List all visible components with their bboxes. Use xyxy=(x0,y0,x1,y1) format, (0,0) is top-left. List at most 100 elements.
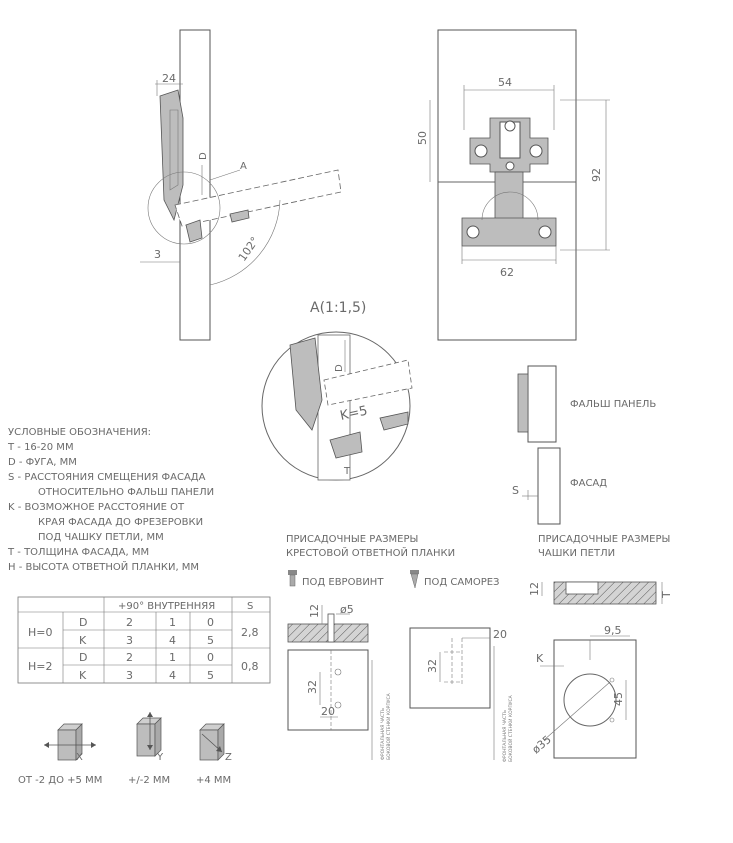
adjust-z-icon: Z xyxy=(199,723,232,763)
legend-line: S - РАССТОЯНИЯ СМЕЩЕНИЯ ФАСАДА xyxy=(8,472,206,483)
euro-screw-label: ПОД ЕВРОВИНТ xyxy=(302,577,384,588)
cup-title-2: ЧАШКИ ПЕТЛИ xyxy=(538,548,615,559)
plate-front-view: 54 50 92 62 xyxy=(416,29,610,341)
false-panel-facade: ФАЛЬШ ПАНЕЛЬ ФАСАД S xyxy=(512,365,656,525)
facade-shape xyxy=(537,447,561,525)
euro-screw-icon xyxy=(288,570,297,587)
table-cell-param: K xyxy=(79,669,87,682)
cup-screw-right-icon xyxy=(538,225,552,239)
side-note-2: БОКОВОЙ СТЕНКИ КОРПУСА xyxy=(385,692,392,760)
dim-92: 92 xyxy=(590,168,603,182)
table-cell-param: D xyxy=(79,616,87,629)
table-header-s: S xyxy=(247,601,253,612)
cup-title-1: ПРИСАДОЧНЫЕ РАЗМЕРЫ xyxy=(538,534,670,545)
label-d: D xyxy=(198,152,209,160)
open-door-outline xyxy=(174,169,342,227)
table-cell: 4 xyxy=(169,669,176,682)
table-cell: 0 xyxy=(207,651,214,664)
side-note-1: ФРОНТАЛЬНАЯ ЧАСТЬ xyxy=(502,710,508,762)
dim-32a: 32 xyxy=(306,680,319,694)
adjust-y-icon: Y xyxy=(136,712,164,763)
dim-3: 3 xyxy=(154,248,161,261)
cup-dim-t: T xyxy=(660,591,673,599)
table-cell: 3 xyxy=(126,669,133,682)
wood-screw-label: ПОД САМОРЕЗ xyxy=(424,577,499,588)
cup-dim-95: 9,5 xyxy=(604,624,622,637)
legend-title: УСЛОВНЫЕ ОБОЗНАЧЕНИЯ: xyxy=(8,427,151,438)
legend-line: T - 16-20 ММ xyxy=(7,442,74,453)
table-cell: 5 xyxy=(207,634,214,647)
table-header-main: +90° ВНУТРЕННЯЯ xyxy=(118,601,215,612)
detail-circle xyxy=(147,171,221,245)
legend-line: H - ВЫСОТА ОТВЕТНОЙ ПЛАНКИ, ММ xyxy=(8,560,199,573)
dim-50: 50 xyxy=(416,131,429,145)
detail-label-t: T xyxy=(343,466,351,477)
legend-line: ОТНОСИТЕЛЬНО ФАЛЬШ ПАНЕЛИ xyxy=(38,487,214,498)
screw-left-icon xyxy=(474,144,488,158)
label-a: A xyxy=(240,161,247,172)
cup-drilling: ПРИСАДОЧНЫЕ РАЗМЕРЫ ЧАШКИ ПЕТЛИ 12 T 9,5… xyxy=(528,534,673,759)
cup-screw-left-icon xyxy=(466,225,480,239)
adjust-icons: X Y Z ОТ -2 ДО +5 ММ +/-2 ММ +4 ММ xyxy=(18,712,232,786)
dim-24: 24 xyxy=(162,72,176,85)
detail-title: A(1:1,5) xyxy=(310,300,366,316)
dim-32b: 32 xyxy=(426,659,439,673)
legend-line: КРАЯ ФАСАДА ДО ФРЕЗЕРОВКИ xyxy=(38,517,203,528)
legend-line: K - ВОЗМОЖНОЕ РАССТОЯНИЕ ОТ xyxy=(8,502,185,513)
legend-line: ПОД ЧАШКУ ПЕТЛИ, ММ xyxy=(38,532,164,543)
table-cell: 1 xyxy=(169,651,176,664)
table-cell: 3 xyxy=(126,634,133,647)
table-cell-h: H=0 xyxy=(28,626,53,639)
table-cell-param: D xyxy=(79,651,87,664)
table-cell: 1 xyxy=(169,616,176,629)
adjustment-table: +90° ВНУТРЕННЯЯ S H=0 D 2 1 0 2,8 K 3 4 … xyxy=(17,596,271,684)
adjust-x-range: ОТ -2 ДО +5 ММ xyxy=(18,775,102,786)
plank-euro-face xyxy=(287,649,369,731)
plank-title-1: ПРИСАДОЧНЫЕ РАЗМЕРЫ xyxy=(286,534,418,545)
cup-dim-k: K xyxy=(536,652,544,665)
table-cell-param: K xyxy=(79,634,87,647)
screw-right-icon xyxy=(529,144,543,158)
cup-dim-12: 12 xyxy=(528,582,541,596)
table-cell: 4 xyxy=(169,634,176,647)
adjust-z-label: Z xyxy=(225,752,232,763)
plank-wood-face xyxy=(409,627,491,709)
side-note-2: БОКОВОЙ СТЕНКИ КОРПУСА xyxy=(507,694,514,762)
hinge-side-view: 24 D A 3 102° xyxy=(140,29,342,341)
dim-d5: ø5 xyxy=(340,603,354,616)
adjust-y-label: Y xyxy=(156,752,164,763)
detail-label-k: K=5 xyxy=(339,403,369,423)
plank-title-2: КРЕСТОВОЙ ОТВЕТНОЙ ПЛАНКИ xyxy=(286,546,455,559)
dim-12: 12 xyxy=(308,604,321,618)
detail-a: A(1:1,5) D K=5 T xyxy=(261,300,413,481)
dim-20b: 20 xyxy=(493,628,507,641)
adjust-x-label: X xyxy=(76,752,83,763)
table-cell: 2 xyxy=(126,651,133,664)
hinge-arm xyxy=(159,89,184,222)
side-note-1: ФРОНТАЛЬНАЯ ЧАСТЬ xyxy=(380,708,386,760)
legend-line: D - ФУГА, ММ xyxy=(8,457,77,468)
cup-dim-45: 45 xyxy=(612,692,625,706)
cup-hole xyxy=(563,673,617,727)
detail-label-d: D xyxy=(334,364,345,372)
plank-drilling: ПРИСАДОЧНЫЕ РАЗМЕРЫ КРЕСТОВОЙ ОТВЕТНОЙ П… xyxy=(286,534,514,762)
table-cell-s: 2,8 xyxy=(241,626,259,639)
false-panel-label: ФАЛЬШ ПАНЕЛЬ xyxy=(570,399,656,410)
table-cell-h: H=2 xyxy=(28,660,53,673)
adjust-x-icon: X xyxy=(44,723,96,763)
table-cell: 2 xyxy=(126,616,133,629)
cabinet-side-wall xyxy=(179,29,211,341)
wood-screw-icon xyxy=(410,570,419,589)
table-cell-s: 0,8 xyxy=(241,660,259,673)
table-cell: 5 xyxy=(207,669,214,682)
facade-label: ФАСАД xyxy=(570,478,607,489)
adjust-y-range: +/-2 ММ xyxy=(128,775,170,786)
label-s: S xyxy=(512,484,519,497)
dim-20a: 20 xyxy=(321,705,335,718)
table-cell: 0 xyxy=(207,616,214,629)
angle-arc xyxy=(209,199,281,286)
dim-62: 62 xyxy=(500,266,514,279)
legend: УСЛОВНЫЕ ОБОЗНАЧЕНИЯ: T - 16-20 ММ D - Ф… xyxy=(7,427,214,573)
cup-face xyxy=(553,639,637,759)
